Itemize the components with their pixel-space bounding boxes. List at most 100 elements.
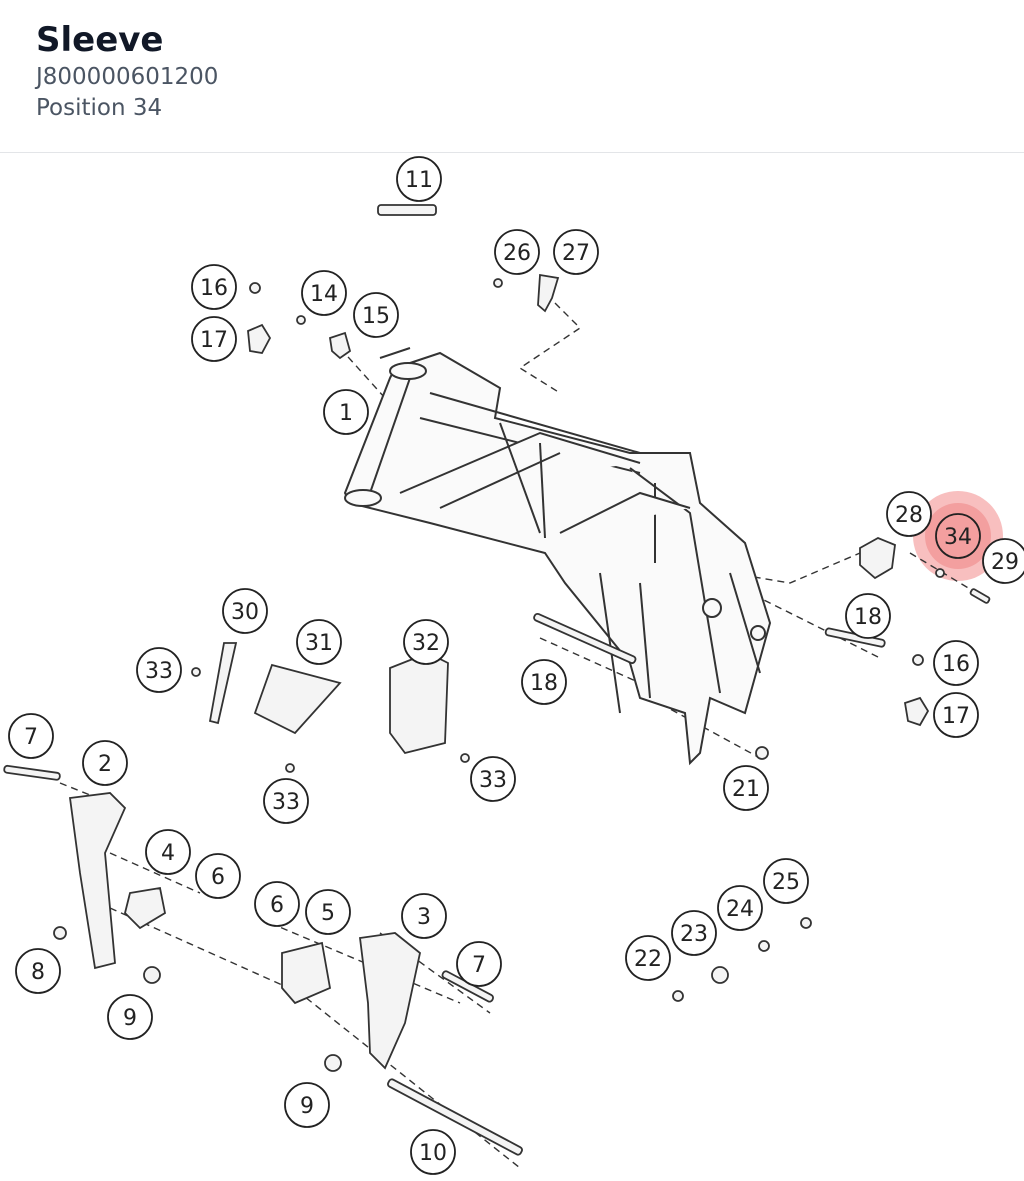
callout-27[interactable]: 27 [553, 229, 599, 275]
part-5-plate [281, 941, 332, 1005]
part-4-plate [124, 886, 167, 930]
callout-18[interactable]: 18 [845, 593, 891, 639]
callout-label: 31 [305, 631, 333, 656]
callout-33[interactable]: 33 [136, 647, 182, 693]
part-8-washer [53, 926, 67, 940]
part-34-sleeve [935, 568, 945, 578]
callout-label: 15 [362, 304, 390, 329]
main-frame [343, 347, 772, 766]
callout-25[interactable]: 25 [763, 858, 809, 904]
callout-16[interactable]: 16 [933, 640, 979, 686]
callout-16[interactable]: 16 [191, 264, 237, 310]
callout-22[interactable]: 22 [625, 935, 671, 981]
callout-label: 6 [211, 865, 225, 890]
callout-30[interactable]: 30 [222, 588, 268, 634]
callout-11[interactable]: 11 [396, 156, 442, 202]
part-22-nut [672, 990, 684, 1002]
part-25-screw [800, 917, 812, 929]
part-30-strip [208, 642, 238, 725]
callout-29[interactable]: 29 [982, 538, 1024, 584]
callout-label: 18 [854, 605, 882, 630]
part-7-bolt [3, 764, 61, 781]
part-29-bolt [969, 588, 991, 604]
part-16b-nut [912, 654, 924, 666]
part-9b-spacer [324, 1054, 342, 1072]
callout-label: 16 [942, 652, 970, 677]
callout-label: 23 [680, 922, 708, 947]
callout-23[interactable]: 23 [671, 910, 717, 956]
callout-33[interactable]: 33 [263, 778, 309, 824]
callout-label: 5 [321, 901, 335, 926]
callout-14[interactable]: 14 [301, 270, 347, 316]
callout-label: 4 [161, 841, 175, 866]
part-16-nut [249, 282, 261, 294]
part-32-cover [389, 652, 449, 755]
part-3-bracket [358, 932, 421, 1070]
callout-label: 18 [530, 671, 558, 696]
callout-label: 17 [200, 328, 228, 353]
callout-28[interactable]: 28 [886, 491, 932, 537]
part-33b-screw [285, 763, 295, 773]
part-2-bracket [68, 792, 127, 970]
callout-15[interactable]: 15 [353, 292, 399, 338]
callout-18[interactable]: 18 [521, 659, 567, 705]
callout-label: 9 [123, 1006, 137, 1031]
part-21-nut [755, 746, 769, 760]
callout-24[interactable]: 24 [717, 885, 763, 931]
part-9a-spacer [143, 966, 161, 984]
callout-9[interactable]: 9 [284, 1082, 330, 1128]
part-33a-screw [191, 667, 201, 677]
part-17b-clip [903, 696, 930, 727]
callout-2[interactable]: 2 [82, 740, 128, 786]
callout-label: 33 [479, 768, 507, 793]
callout-7[interactable]: 7 [8, 713, 54, 759]
part-number: J800000601200 [36, 64, 219, 90]
callout-8[interactable]: 8 [15, 948, 61, 994]
callout-label: 3 [417, 905, 431, 930]
callout-5[interactable]: 5 [305, 889, 351, 935]
callout-21[interactable]: 21 [723, 765, 769, 811]
callout-label: 27 [562, 241, 590, 266]
small-parts [3, 204, 991, 1156]
callout-3[interactable]: 3 [401, 893, 447, 939]
callout-label: 10 [419, 1141, 447, 1166]
callout-label: 32 [412, 631, 440, 656]
part-27-bracket [537, 273, 560, 313]
callout-34[interactable]: 34 [935, 513, 981, 559]
callout-17[interactable]: 17 [191, 316, 237, 362]
part-position: Position 34 [36, 95, 163, 121]
callout-label: 24 [726, 897, 754, 922]
part-17-clip [247, 323, 272, 354]
part-11-bar [377, 204, 437, 216]
part-33c-screw [460, 753, 470, 763]
callout-label: 7 [472, 953, 486, 978]
callout-26[interactable]: 26 [494, 229, 540, 275]
callout-label: 30 [231, 600, 259, 625]
callout-17[interactable]: 17 [933, 692, 979, 738]
part-26-bolt [493, 278, 503, 288]
callout-label: 28 [895, 503, 923, 528]
part-14-bolt [296, 315, 306, 325]
callout-6[interactable]: 6 [195, 853, 241, 899]
callout-1[interactable]: 1 [323, 389, 369, 435]
part-24-clip [758, 940, 770, 952]
callout-31[interactable]: 31 [296, 619, 342, 665]
callout-32[interactable]: 32 [403, 619, 449, 665]
part-title: Sleeve [36, 20, 164, 60]
callout-label: 26 [503, 241, 531, 266]
part-header: Sleeve J800000601200 Position 34 [0, 0, 1024, 153]
callout-7[interactable]: 7 [456, 941, 502, 987]
callout-label: 21 [732, 777, 760, 802]
callout-10[interactable]: 10 [410, 1129, 456, 1175]
callout-9[interactable]: 9 [107, 994, 153, 1040]
part-28-mount [859, 537, 896, 580]
callout-label: 34 [944, 525, 972, 550]
callout-label: 22 [634, 947, 662, 972]
callout-label: 2 [98, 752, 112, 777]
callout-6[interactable]: 6 [254, 881, 300, 927]
callout-33[interactable]: 33 [470, 756, 516, 802]
callout-label: 9 [300, 1094, 314, 1119]
callout-4[interactable]: 4 [145, 829, 191, 875]
callout-label: 11 [405, 168, 433, 193]
part-18b-bolt [533, 612, 637, 664]
